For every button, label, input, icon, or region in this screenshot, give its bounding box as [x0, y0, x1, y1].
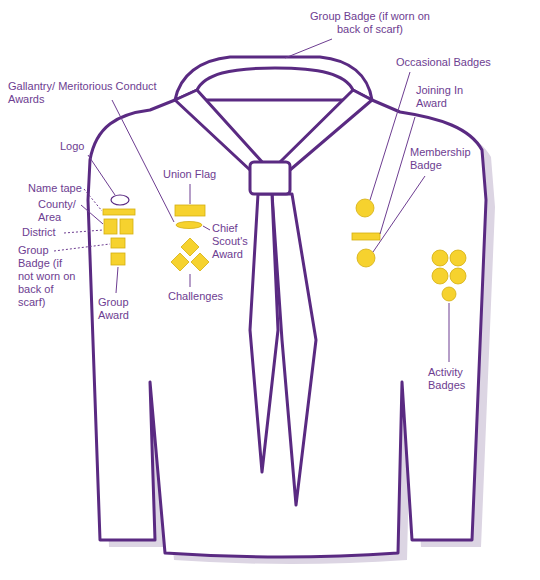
activity-badge [450, 268, 466, 284]
callout-label: Activity Badges [428, 366, 473, 392]
callout-label: Group Badge (if worn on back of scarf) [300, 10, 440, 36]
membership-badge [357, 249, 375, 267]
callout-label: County/ Area [38, 198, 82, 224]
callout-text: Occasional Badges [396, 56, 491, 69]
district-badge [120, 219, 133, 234]
callout-text: Group Badge (if worn on back of scarf) [300, 10, 440, 36]
shirt-outline [88, 100, 486, 557]
leader-line [54, 244, 110, 251]
callout-text: Gallantry/ Meritorious Conduct Awards [8, 80, 173, 106]
challenge-badge [181, 238, 199, 256]
leader-line [190, 184, 191, 204]
callout-label: Gallantry/ Meritorious Conduct Awards [8, 80, 173, 106]
scarf-band [278, 90, 372, 170]
callout-text: Chief Scout's Award [212, 222, 256, 261]
callout-label: Group Award [98, 296, 138, 322]
callout-label: Joining In Award [416, 84, 474, 110]
leader-line [64, 230, 103, 233]
callout-text: Group Badge (if not worn on back of scar… [18, 244, 76, 309]
union-flag-badge [175, 205, 205, 216]
scarf-band [175, 90, 264, 170]
callout-label: Union Flag [163, 168, 216, 181]
leader-line [112, 100, 174, 222]
leader-line [203, 226, 210, 230]
activity-badge [450, 250, 466, 266]
callout-text: Activity Badges [428, 366, 473, 392]
scarf-tail [272, 194, 316, 505]
callout-label: Logo [60, 140, 84, 153]
callout-text: County/ Area [38, 198, 82, 224]
logo-badge [111, 195, 129, 205]
group-award-badge [111, 253, 125, 265]
activity-badge [442, 287, 456, 301]
callout-label: Group Badge (if not worn on back of scar… [18, 244, 76, 309]
callout-text: Group Award [98, 296, 138, 322]
callout-text: Challenges [168, 290, 223, 303]
challenge-badge [171, 253, 189, 271]
leader-line [81, 205, 103, 224]
callout-label: Name tape [28, 182, 82, 195]
leader-line [285, 39, 332, 58]
activity-badge [432, 268, 448, 284]
callout-label: Occasional Badges [396, 56, 491, 69]
callout-text: District [22, 226, 56, 239]
group-badge [111, 238, 125, 248]
activity-badge [432, 250, 448, 266]
county-badge [104, 219, 117, 234]
challenge-badge [191, 253, 209, 271]
callout-text: Joining In Award [416, 84, 474, 110]
callout-label: Membership Badge [410, 146, 476, 172]
woggle [250, 162, 290, 194]
callout-label: Chief Scout's Award [212, 222, 256, 261]
leader-line [373, 176, 425, 252]
chief-scout-award-badge [176, 222, 202, 229]
leader-line [370, 72, 410, 200]
leader-line [88, 155, 115, 195]
callout-text: Name tape [28, 182, 82, 195]
scarf-collar [175, 57, 372, 100]
scarf-tail [250, 194, 278, 472]
leader-line [116, 267, 118, 293]
occasional-badge [356, 199, 374, 217]
callout-label: District [22, 226, 56, 239]
callout-label: Challenges [168, 290, 223, 303]
leader-line [449, 303, 450, 362]
name-tape-badge [103, 209, 135, 215]
callout-text: Union Flag [163, 168, 216, 181]
leader-line [84, 189, 102, 211]
callout-text: Membership Badge [410, 146, 476, 172]
joining-in-badge [352, 233, 380, 240]
leader-line [190, 274, 191, 287]
callout-text: Logo [60, 140, 84, 153]
